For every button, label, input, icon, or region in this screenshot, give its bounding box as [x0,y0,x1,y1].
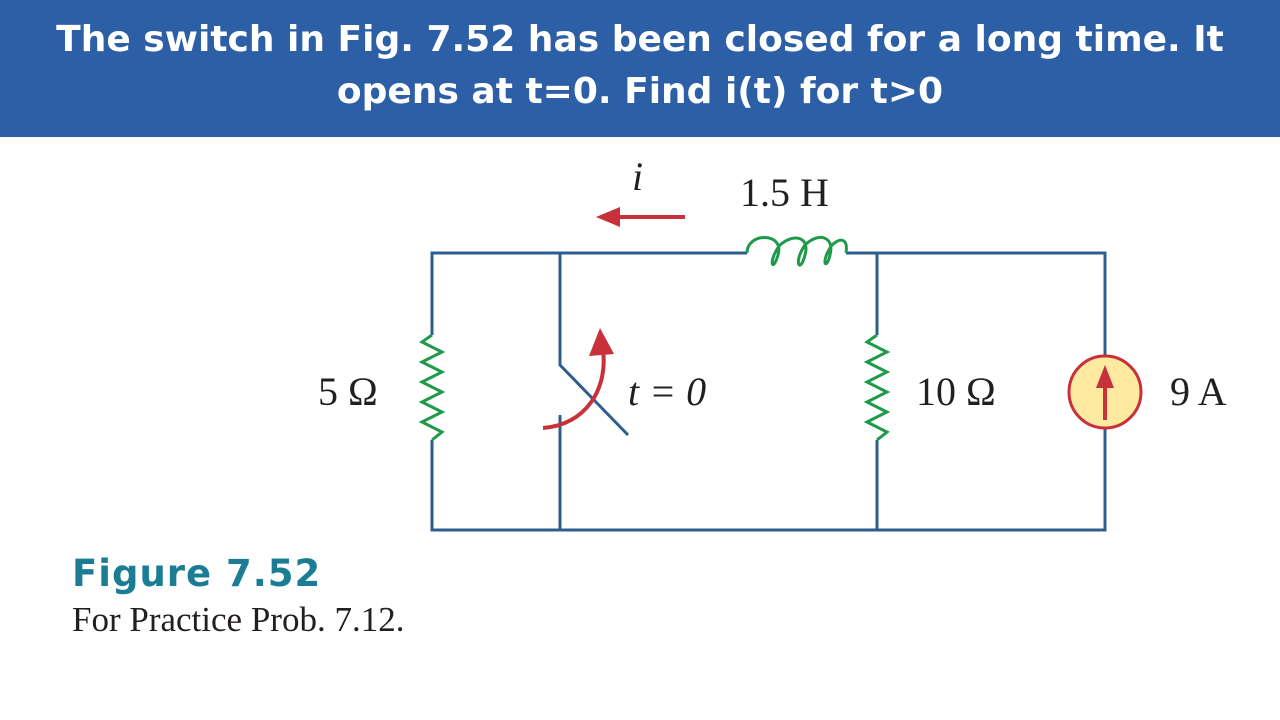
question-header: The switch in Fig. 7.52 has been closed … [0,0,1280,137]
switch-label: t = 0 [628,369,706,414]
r1-label: 5 Ω [318,369,378,414]
switch-rotation-arrow-icon [542,328,614,430]
resistor-5-ohm [418,333,446,442]
r2-label: 10 Ω [916,369,996,414]
question-line-1: The switch in Fig. 7.52 has been closed … [56,19,1224,60]
figure-caption: For Practice Prob. 7.12. [72,600,405,639]
source-label: 9 A [1170,369,1227,414]
current-source-icon [1067,354,1143,430]
figure-title: Figure 7.52 [72,552,322,595]
current-arrow-icon [596,207,685,227]
question-line-2: opens at t=0. Find i(t) for t>0 [336,71,944,112]
resistor-10-ohm [863,333,891,442]
inductor-label: 1.5 H [740,170,829,215]
wires [430,251,1107,532]
inductor [745,235,848,267]
current-label: i [632,154,643,199]
